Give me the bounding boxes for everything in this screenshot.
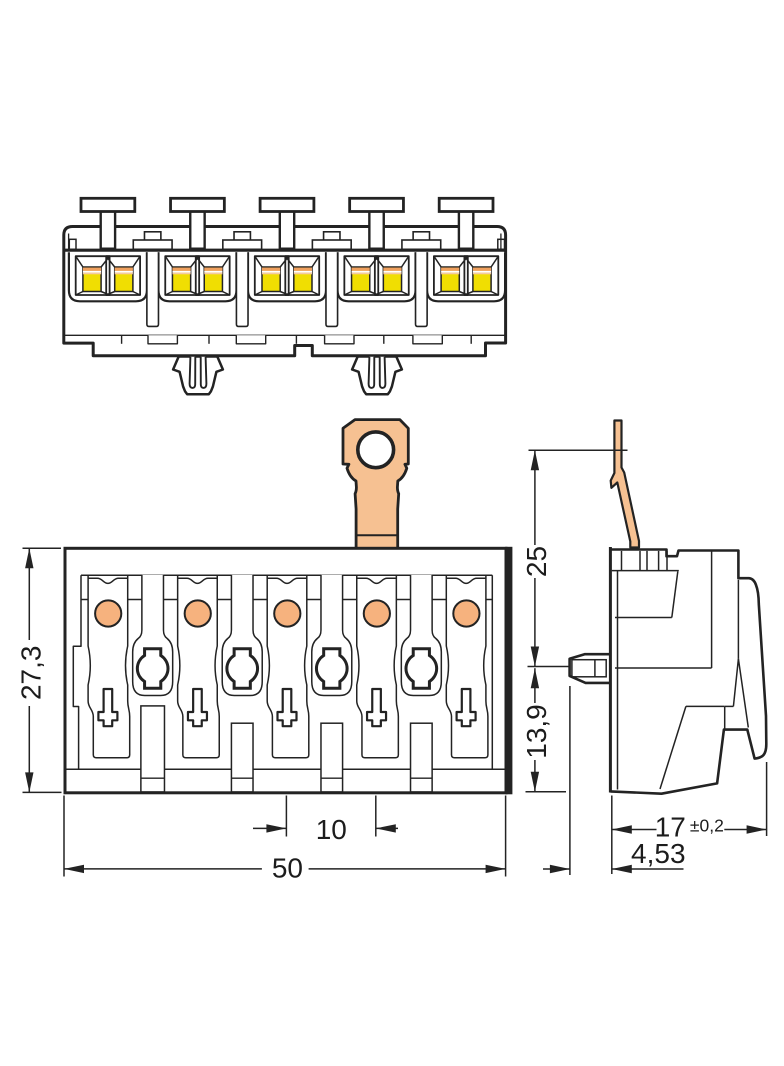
- svg-text:4,53: 4,53: [631, 838, 686, 869]
- svg-text:27,3: 27,3: [16, 646, 47, 701]
- svg-text:13,9: 13,9: [521, 704, 552, 759]
- svg-text:±0,2: ±0,2: [690, 815, 724, 835]
- svg-text:17: 17: [655, 811, 686, 842]
- svg-text:50: 50: [272, 853, 303, 884]
- svg-text:25: 25: [521, 546, 552, 577]
- svg-text:10: 10: [316, 814, 347, 845]
